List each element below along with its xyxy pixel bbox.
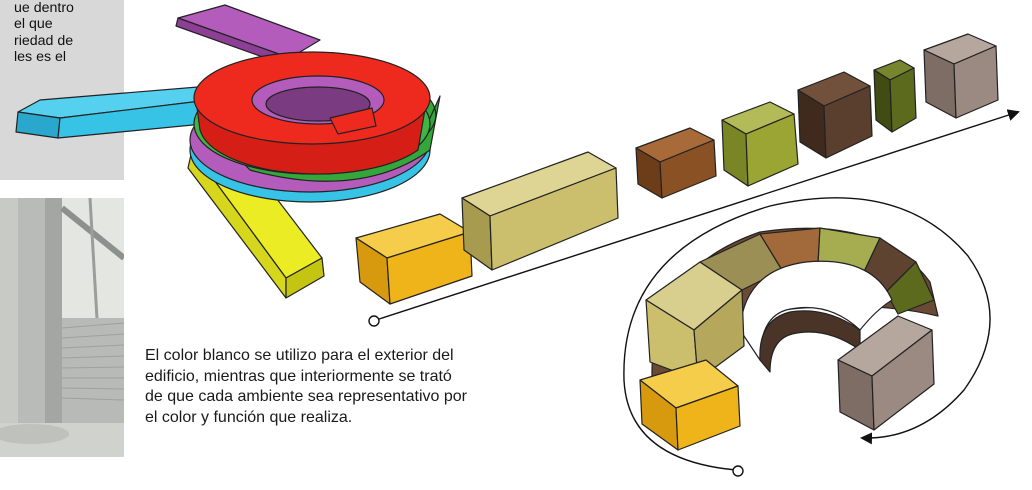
ring-start-node <box>732 465 744 477</box>
text-excerpt-line: el que <box>14 16 53 33</box>
caption-line: edificio, mientras que interiormente se … <box>145 367 452 385</box>
layered-building-model <box>15 4 441 299</box>
text-excerpt-box: ue dentro el que riedad de les es el <box>0 0 124 180</box>
ring-arrow <box>623 197 991 471</box>
photo-detail <box>0 198 124 457</box>
sequence-start-node <box>368 315 380 327</box>
caption-text: El color blanco se utilizo para el exter… <box>145 346 587 428</box>
text-excerpt-line: ue dentro <box>14 0 74 16</box>
sequence-arrow <box>375 109 1020 321</box>
text-excerpt-line: riedad de <box>14 32 74 49</box>
curved-ring-model <box>639 227 939 451</box>
linear-box-sequence <box>355 33 999 305</box>
building-interior-photo <box>0 198 124 457</box>
text-excerpt-line: les es el <box>14 49 67 66</box>
caption-line: El color blanco se utilizo para el exter… <box>145 347 454 364</box>
caption-line: el color y función que realiza. <box>145 408 353 426</box>
caption-line: de que cada ambiente sea representativo … <box>145 388 467 405</box>
text-excerpt: ue dentro el que riedad de les es el <box>14 0 106 66</box>
